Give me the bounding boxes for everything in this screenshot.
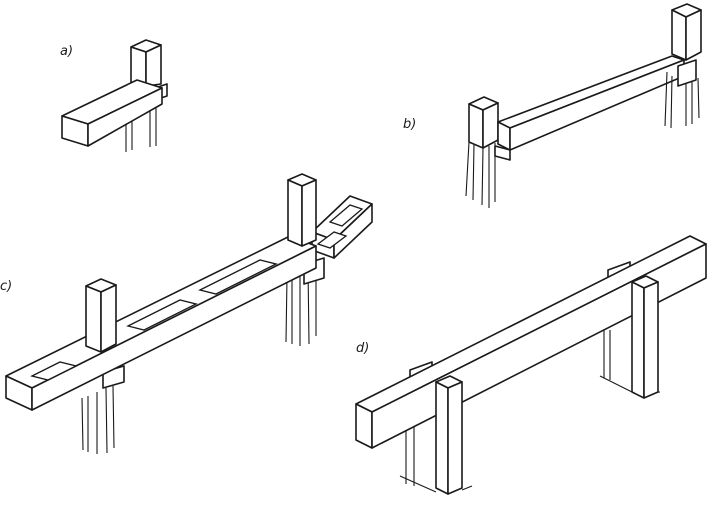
label-d: d) [356, 341, 369, 356]
figure-c-beam [5, 235, 317, 411]
figure-c-back-rail [311, 195, 373, 259]
figure-b-right-post [664, 3, 702, 129]
figure-c-mortise-3 [198, 259, 278, 295]
figure-a: a) [60, 39, 168, 152]
label-c: c) [0, 279, 12, 294]
label-a: a) [60, 44, 73, 59]
figure-c: c) [0, 173, 373, 454]
figure-b-left-post [465, 96, 511, 208]
figure-c-right-post [287, 173, 317, 247]
figure-c-left-post [85, 278, 117, 353]
figure-d-front-left-post [399, 375, 473, 495]
figure-b: b) [403, 3, 702, 208]
figure-b-rail [497, 55, 685, 151]
figure-c-mortise-2 [126, 299, 198, 331]
label-b: b) [403, 117, 416, 132]
figure-c-mortise-1 [30, 361, 78, 381]
figure-a-rail [61, 79, 163, 147]
figure-d: d) [355, 235, 707, 495]
figure-d-front-right-post [631, 275, 659, 399]
